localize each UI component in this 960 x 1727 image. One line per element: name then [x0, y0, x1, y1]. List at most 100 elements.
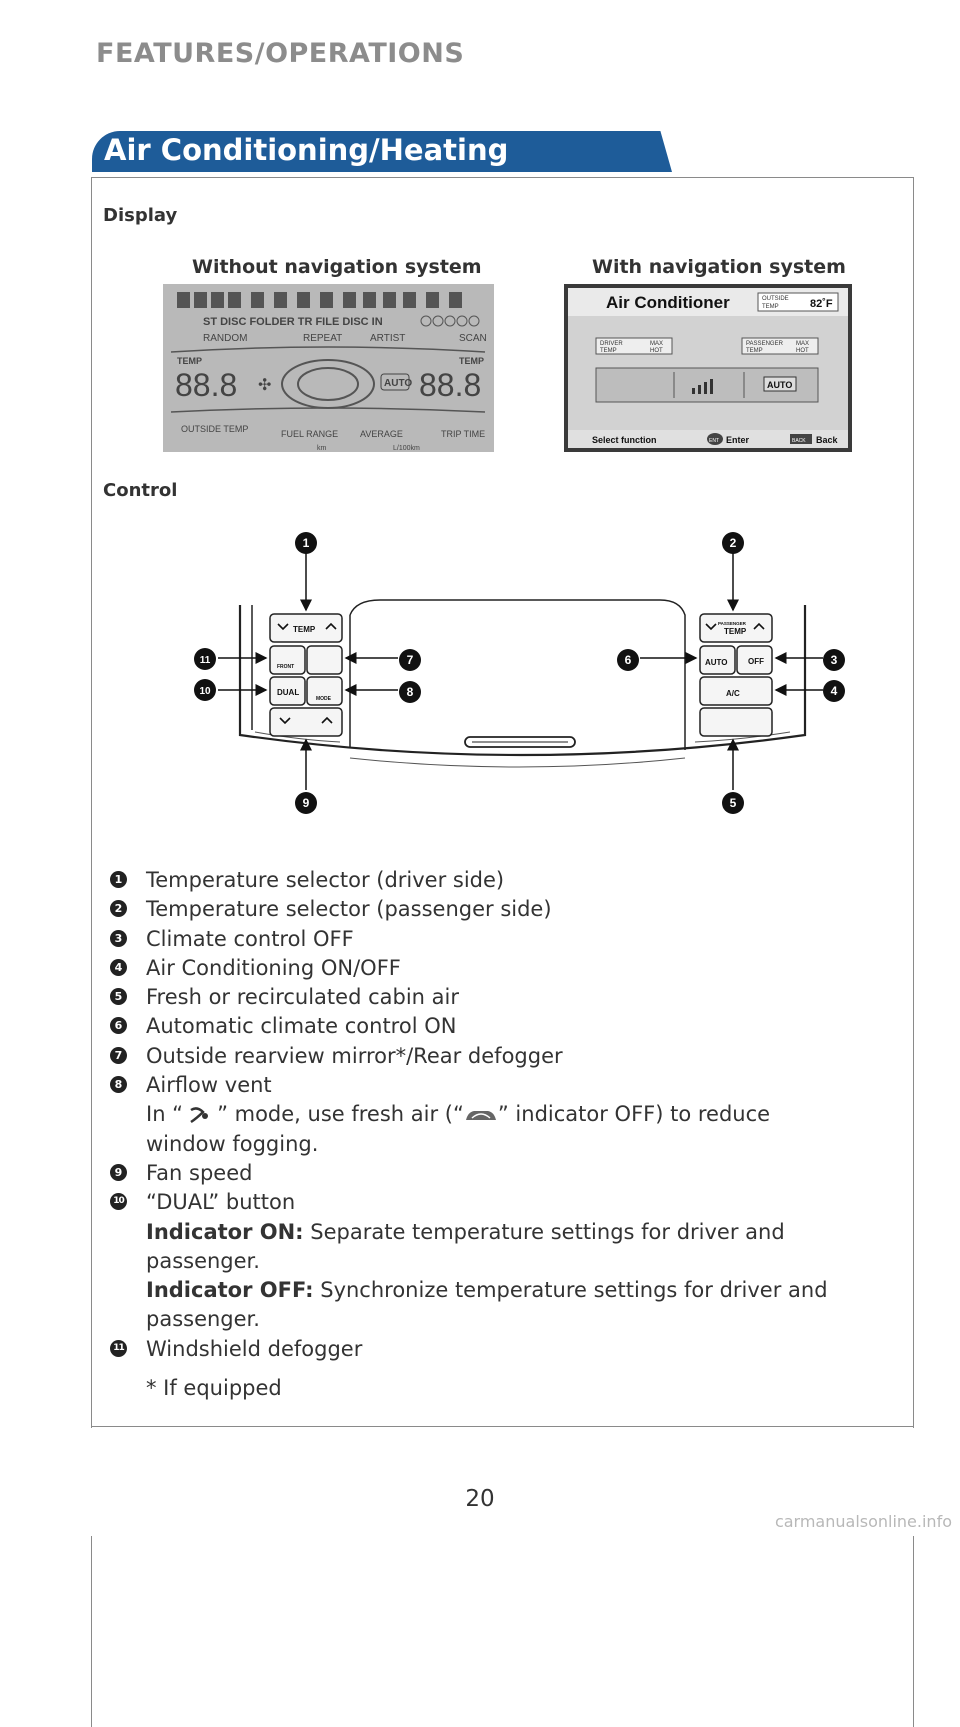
display-label: Display: [103, 205, 178, 226]
ctrl-auto: AUTO: [705, 658, 728, 667]
note-part-a: In “: [146, 1102, 184, 1127]
legend-text: Outside rearview mirror*/Rear defogger: [146, 1043, 563, 1068]
nav-maxhot-r2: HOT: [796, 348, 809, 354]
nav-outside-2: TEMP: [762, 304, 779, 310]
nav-driver-2: TEMP: [600, 348, 617, 354]
control-label: Control: [103, 480, 178, 501]
callout-7: 7: [407, 653, 414, 667]
nav-title: Air Conditioner: [606, 293, 730, 312]
lcd-km: km: [317, 445, 327, 452]
frame-bottom: [91, 1426, 914, 1427]
legend-item: 9 Fan speed: [103, 1159, 883, 1188]
footnote: * If equipped: [146, 1376, 282, 1400]
callout-11: 11: [200, 655, 211, 666]
legend-number: 7: [110, 1046, 127, 1064]
lcd-digits-right: 88.8: [419, 367, 481, 403]
ctrl-dual: DUAL: [277, 688, 299, 697]
legend-number: 6: [110, 1017, 127, 1035]
nav-pass-2: TEMP: [746, 348, 763, 354]
nav-outside-value: 82˚F: [810, 298, 833, 310]
nav-enter: Enter: [726, 435, 750, 445]
callout-9: 9: [303, 796, 310, 810]
legend-text: Temperature selector (passenger side): [146, 897, 552, 922]
without-nav-heading: Without navigation system: [192, 256, 482, 278]
lcd-temp-right: TEMP: [459, 356, 484, 366]
nav-back-key: BACK: [792, 438, 806, 444]
lcd-artist: ARTIST: [370, 333, 405, 344]
indicator-on-text: Separate temperature settings for driver…: [310, 1219, 785, 1244]
nav-back: Back: [816, 435, 839, 445]
lcd-row1: ST DISC FOLDER TR FILE DISC IN: [203, 316, 383, 328]
indicator-on-label: Indicator ON:: [146, 1219, 304, 1244]
lcd-display-image: ST DISC FOLDER TR FILE DISC IN RANDOM RE…: [163, 284, 494, 452]
page-number: 20: [465, 1486, 495, 1512]
callout-2: 2: [730, 536, 737, 550]
legend-detail: passenger.: [146, 1307, 260, 1332]
lcd-fuel-range: FUEL RANGE: [281, 429, 338, 439]
legend-item: 5 Fresh or recirculated cabin air: [103, 983, 883, 1012]
legend-item: 7 Outside rearview mirror*/Rear defogger: [103, 1042, 883, 1071]
ctrl-front: FRONT: [277, 664, 294, 670]
legend-number-9: 9: [110, 1163, 127, 1181]
lcd-temp-left: TEMP: [177, 356, 202, 366]
nav-driver-1: DRIVER: [600, 341, 623, 347]
page-title: Air Conditioning/Heating: [104, 133, 509, 167]
legend-text: Climate control OFF: [146, 926, 354, 951]
legend-text: Automatic climate control ON: [146, 1014, 457, 1039]
legend-text: Fan speed: [146, 1160, 253, 1185]
ctrl-temp-left: TEMP: [293, 625, 316, 634]
lcd-scan: SCAN: [459, 333, 487, 344]
callout-10: 10: [199, 686, 211, 697]
legend-note: window fogging.: [146, 1131, 319, 1156]
legend-text: Fresh or recirculated cabin air: [146, 985, 459, 1010]
legend-number: 3: [110, 929, 127, 947]
lcd-outside-temp: OUTSIDE TEMP: [181, 424, 248, 434]
legend-item: 6 Automatic climate control ON: [103, 1012, 883, 1041]
legend-detail: Indicator OFF: Synchronize temperature s…: [103, 1276, 883, 1305]
lcd-average: AVERAGE: [360, 429, 403, 439]
nav-maxhot-l2: HOT: [650, 348, 663, 354]
lcd-trip-time: TRIP TIME: [441, 429, 485, 439]
recirculate-icon: [465, 1111, 496, 1121]
nav-pass-1: PASSENGER: [746, 341, 784, 347]
legend-number: 2: [110, 900, 127, 918]
callout-8: 8: [407, 685, 414, 699]
ctrl-temp-right: TEMP: [724, 627, 747, 636]
legend-item: 2 Temperature selector (passenger side): [103, 895, 883, 924]
indicator-off-text: Synchronize temperature settings for dri…: [320, 1278, 828, 1303]
legend-text: Windshield defogger: [146, 1336, 363, 1361]
callout-6: 6: [625, 653, 632, 667]
callout-3: 3: [831, 653, 838, 667]
lcd-l100km: L/100km: [393, 445, 420, 452]
ctrl-mode: MODE: [316, 696, 332, 702]
nav-screen-image: Air Conditioner OUTSIDE TEMP 82˚F DRIVER…: [564, 284, 852, 452]
title-tab: [92, 131, 672, 172]
legend-number-10: 10: [110, 1193, 127, 1211]
content-frame: [91, 177, 914, 1727]
legend-item: 10“DUAL” button: [103, 1188, 883, 1217]
watermark: carmanualsonline.info: [774, 1512, 952, 1531]
nav-select: Select function: [592, 435, 657, 445]
frame-mask: [88, 1428, 918, 1536]
fan-glyph: ✣: [258, 377, 271, 394]
note-part-c: ” indicator OFF) to reduce: [497, 1102, 771, 1127]
legend-text: Temperature selector (driver side): [146, 868, 505, 892]
nav-maxhot-r1: MAX: [796, 341, 809, 347]
lcd-digits-left: 88.8: [175, 367, 237, 403]
lcd-repeat: REPEAT: [303, 333, 342, 344]
with-nav-heading: With navigation system: [592, 256, 846, 278]
legend-item: 3 Climate control OFF: [103, 925, 883, 954]
callout-1: 1: [303, 536, 310, 550]
ctrl-off: OFF: [748, 657, 764, 666]
legend-detail: passenger.: [146, 1248, 260, 1273]
nav-ent-key: ENT: [709, 438, 719, 444]
section-header: FEATURES/OPERATIONS: [96, 38, 465, 69]
ctrl-ac: A/C: [726, 689, 740, 698]
lcd-random: RANDOM: [203, 333, 247, 344]
legend-number: 5: [110, 988, 127, 1006]
